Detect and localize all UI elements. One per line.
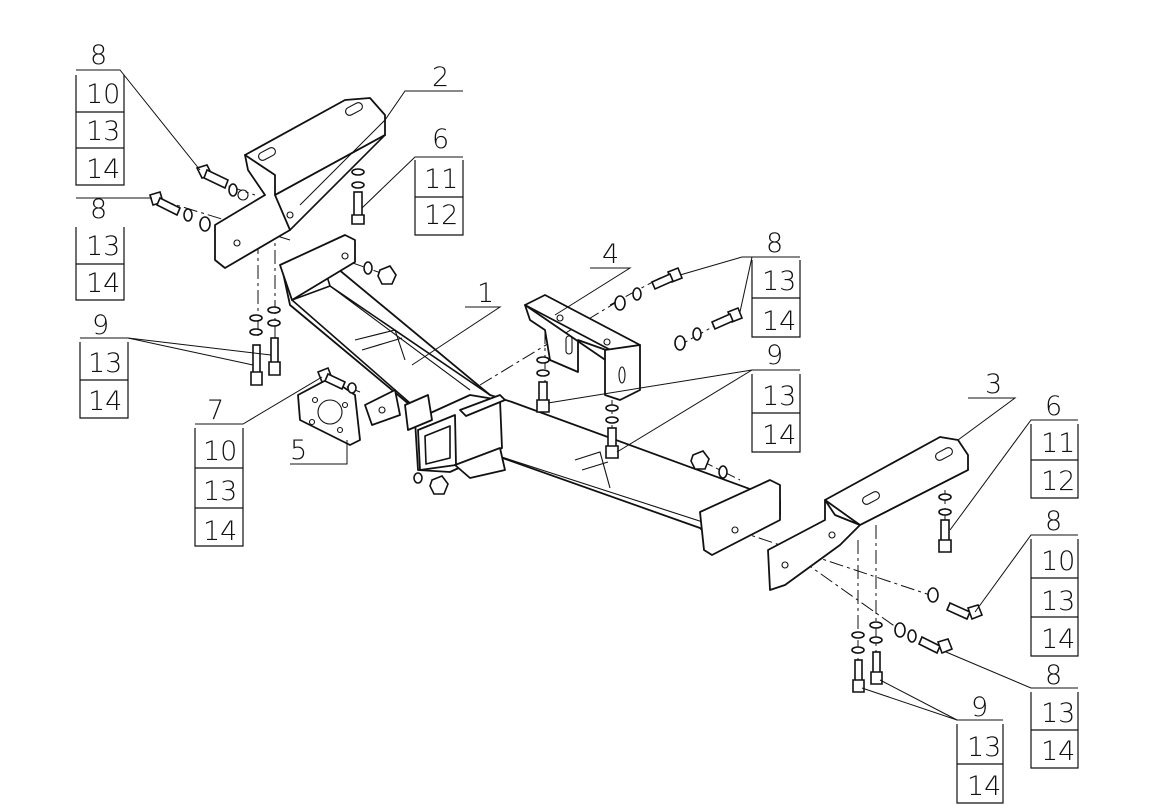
nut-left-end xyxy=(363,261,397,285)
center-bracket xyxy=(524,294,641,401)
fasteners xyxy=(149,164,984,693)
callout-center-bolt: 8 13 14 xyxy=(751,228,801,338)
callout-label: 8 xyxy=(1045,660,1062,691)
callout-label: 13 xyxy=(1041,586,1075,617)
callout-label: 6 xyxy=(432,124,449,155)
callout-label: 14 xyxy=(967,771,1001,802)
bolt-right-lower xyxy=(894,622,954,655)
bolts-right-vertical xyxy=(851,621,883,693)
left-bracket xyxy=(214,97,386,269)
callout-label: 13 xyxy=(967,732,1001,763)
bolts-center-vertical xyxy=(536,356,619,459)
callout-label: 14 xyxy=(762,306,796,337)
nuts-receiver xyxy=(413,472,449,495)
callout-label: 14 xyxy=(86,154,120,185)
part-label-center-bracket: 4 xyxy=(602,239,619,270)
callout-top-left: 8 10 13 14 xyxy=(75,40,125,186)
callout-label: 8 xyxy=(1045,506,1062,537)
callout-label: 6 xyxy=(1045,391,1062,422)
callout-label: 8 xyxy=(766,228,783,259)
part-label-socket-plate: 5 xyxy=(290,435,307,466)
callout-label: 13 xyxy=(203,476,237,507)
bolt-right-upper-vertical xyxy=(938,493,952,553)
callout-center-vertical-bolt: 9 13 14 xyxy=(751,340,801,453)
callout-right-upper-bolt: 6 11 12 xyxy=(1030,391,1079,499)
bolt-left-lower xyxy=(149,191,211,232)
part-label-main-beam: 1 xyxy=(477,278,494,309)
callout-label: 9 xyxy=(971,692,988,723)
callout-label: 10 xyxy=(1041,546,1075,577)
callout-label: 14 xyxy=(1041,736,1075,767)
bolt-socket xyxy=(316,366,357,394)
callout-label: 10 xyxy=(203,436,237,467)
callout-label: 14 xyxy=(86,268,120,299)
callout-label: 13 xyxy=(762,381,796,412)
callout-label: 7 xyxy=(207,395,224,426)
bolt-left-upper-vertical xyxy=(351,168,365,225)
bolts-left-vertical xyxy=(249,306,281,386)
callout-socket-bolt: 7 10 13 14 xyxy=(194,395,244,547)
callout-label: 8 xyxy=(90,194,107,225)
part-label-left-bracket: 2 xyxy=(432,62,449,93)
nuts-right-end xyxy=(690,450,728,479)
callout-label: 8 xyxy=(90,40,107,71)
callout-label: 14 xyxy=(762,420,796,451)
callout-label: 12 xyxy=(1041,466,1075,497)
callout-right-vertical-bolt: 9 13 14 xyxy=(956,692,1004,804)
callout-label: 12 xyxy=(424,200,458,231)
callout-left-upper-bolt: 6 11 12 xyxy=(414,124,464,236)
callout-label: 14 xyxy=(203,516,237,547)
callout-label: 14 xyxy=(88,386,122,417)
bolt-right-side xyxy=(927,587,984,621)
callout-left-vertical-bolt: 9 13 14 xyxy=(79,310,129,419)
callout-label: 13 xyxy=(762,266,796,297)
callout-label: 9 xyxy=(766,340,783,371)
callout-label: 11 xyxy=(424,164,458,195)
callout-left-lower: 8 13 14 xyxy=(75,194,125,301)
callout-label: 13 xyxy=(86,116,120,147)
callout-label: 11 xyxy=(1041,428,1075,459)
callout-label: 13 xyxy=(86,231,120,262)
callout-label: 13 xyxy=(88,348,122,379)
bolts-center-horizontal xyxy=(614,266,744,351)
callout-label: 10 xyxy=(86,79,120,110)
leader-lines xyxy=(76,69,1078,721)
callout-right-side-bolt: 8 10 13 14 xyxy=(1030,506,1079,657)
part-label-right-bracket: 3 xyxy=(985,369,1002,400)
callout-right-lower-bolt: 8 13 14 xyxy=(1030,660,1079,769)
right-bracket xyxy=(767,436,969,591)
callout-label: 9 xyxy=(92,310,109,341)
part-labels: 2 1 4 5 3 xyxy=(290,62,1002,466)
callout-label: 14 xyxy=(1041,624,1075,655)
callout-label: 13 xyxy=(1041,698,1075,729)
bolt-top-left xyxy=(195,164,238,197)
main-beam xyxy=(279,234,781,556)
